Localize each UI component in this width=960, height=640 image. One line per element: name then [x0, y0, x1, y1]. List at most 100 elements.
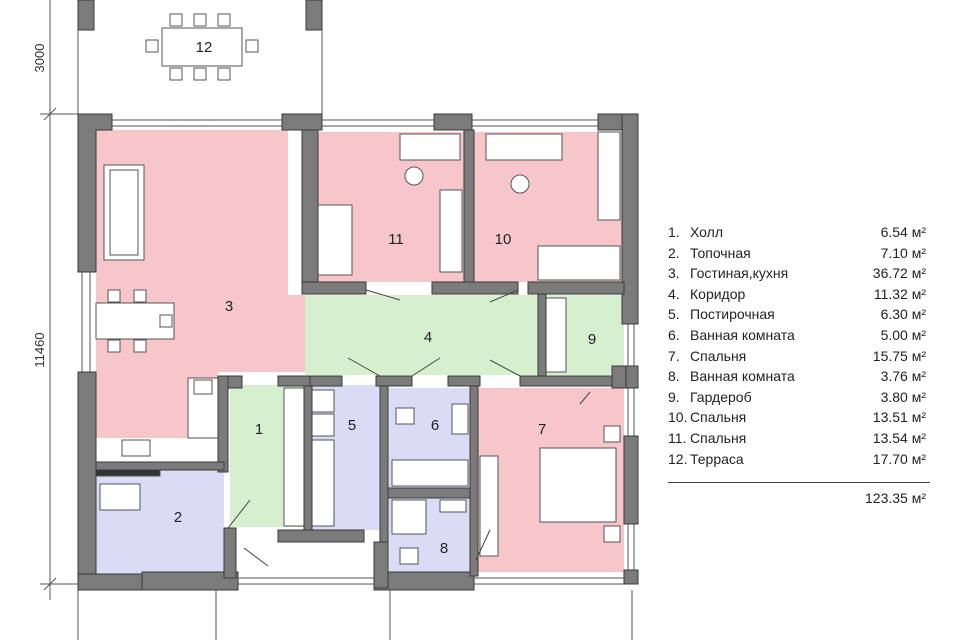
wall-boiler-north [95, 461, 225, 471]
window [238, 577, 374, 585]
legend-room-area: 3.80 м² [880, 388, 926, 405]
legend-divider [668, 482, 930, 483]
boiler-icon [99, 483, 141, 511]
room-label-9: 9 [588, 331, 596, 348]
room-label-5: 5 [348, 417, 356, 434]
nightstand-icon [603, 425, 621, 443]
chair-icon [107, 339, 121, 353]
legend-room-name: Гардероб [690, 388, 752, 405]
shelf-icon [545, 297, 567, 373]
wall-north-segment [433, 113, 473, 131]
sofa-cushions-icon [109, 169, 139, 256]
wall-north-segment [281, 113, 323, 131]
wall-bath-east [469, 385, 479, 577]
chair-icon [217, 13, 231, 27]
wall-south-bath-stub [373, 541, 389, 589]
wardrobe-icon [479, 455, 499, 557]
sink-icon [451, 403, 469, 435]
zone-corridor [305, 295, 540, 375]
room-label-12: 12 [196, 39, 213, 56]
legend-total-area: 123.35 м² [865, 490, 926, 506]
room-label-7: 7 [538, 421, 546, 438]
toilet-icon [395, 407, 415, 425]
door-swing [411, 357, 441, 377]
chair-icon [145, 39, 159, 53]
dryer-icon [311, 413, 335, 437]
room-label-11: 11 [388, 231, 404, 248]
legend-room-name: Спальня [690, 429, 747, 446]
terrace-table-icon [161, 27, 243, 67]
window [627, 388, 635, 436]
legend-room-area: 15.75 м² [872, 347, 926, 364]
wall-laundry-divider [303, 385, 313, 531]
legend-room-area: 36.72 м² [872, 265, 926, 282]
walls [77, 113, 639, 591]
wall-wardrobe-top [527, 281, 625, 295]
chair-icon [133, 289, 147, 303]
wall-hall-south [277, 529, 365, 543]
desk-icon [485, 133, 563, 161]
chair-icon [159, 314, 173, 328]
window [81, 272, 91, 372]
wall-wardrobe-west [537, 293, 547, 377]
room-labels: 1 2 3 4 5 6 7 8 9 10 11 12 [174, 39, 596, 557]
chair-icon [245, 39, 259, 53]
legend-room-name: Терраса [690, 450, 744, 467]
bed-icon [317, 204, 353, 276]
wall-boiler-east [223, 527, 237, 579]
window [627, 524, 635, 570]
window [322, 119, 434, 127]
wall-bath-divider [387, 487, 471, 499]
room-label-3: 3 [225, 298, 233, 315]
chair-icon [193, 13, 207, 27]
door-swing [243, 547, 269, 567]
door-swing [489, 359, 521, 377]
legend-room-name: Гостиная,кухня [690, 265, 789, 282]
stove-icon [121, 439, 151, 457]
room-label-10: 10 [495, 231, 512, 248]
legend-number: 5. [668, 306, 680, 323]
legend-room-area: 3.76 м² [880, 368, 926, 385]
wall-bedroom7-corner [611, 365, 627, 389]
window [474, 577, 624, 585]
terrace-post [77, 0, 95, 31]
door-swing [227, 499, 251, 529]
legend-room-area: 13.51 м² [872, 409, 926, 426]
wall-south-mid [141, 571, 239, 591]
fridge-icon [193, 379, 213, 395]
legend-number: 2. [668, 244, 680, 261]
bed-icon [537, 245, 621, 281]
chair-icon [217, 67, 231, 81]
wall-south-east-corner [623, 569, 639, 585]
toilet-icon [399, 547, 419, 565]
washing-machine-icon [311, 389, 335, 413]
door-swing [475, 529, 491, 561]
house-depth-label: 11460 [32, 332, 47, 367]
sink-icon [439, 499, 467, 513]
wall-laundry-north [309, 375, 343, 387]
dimension-lines [40, 0, 633, 640]
legend-room-name: Холл [690, 224, 723, 240]
windows [81, 119, 635, 585]
wall-south-east [373, 571, 475, 591]
office-chair-icon [404, 166, 424, 186]
room-label-8: 8 [440, 540, 448, 557]
wall-east-lower [623, 435, 639, 525]
legend-number: 8. [668, 368, 680, 385]
window [627, 324, 635, 366]
terrace-depth-label: 3000 [32, 44, 47, 73]
legend-room-name: Постирочная [690, 306, 775, 323]
door-swing [347, 357, 381, 377]
legend-room-area: 7.10 м² [880, 244, 926, 261]
legend-room-name: Ванная комната [690, 326, 795, 343]
